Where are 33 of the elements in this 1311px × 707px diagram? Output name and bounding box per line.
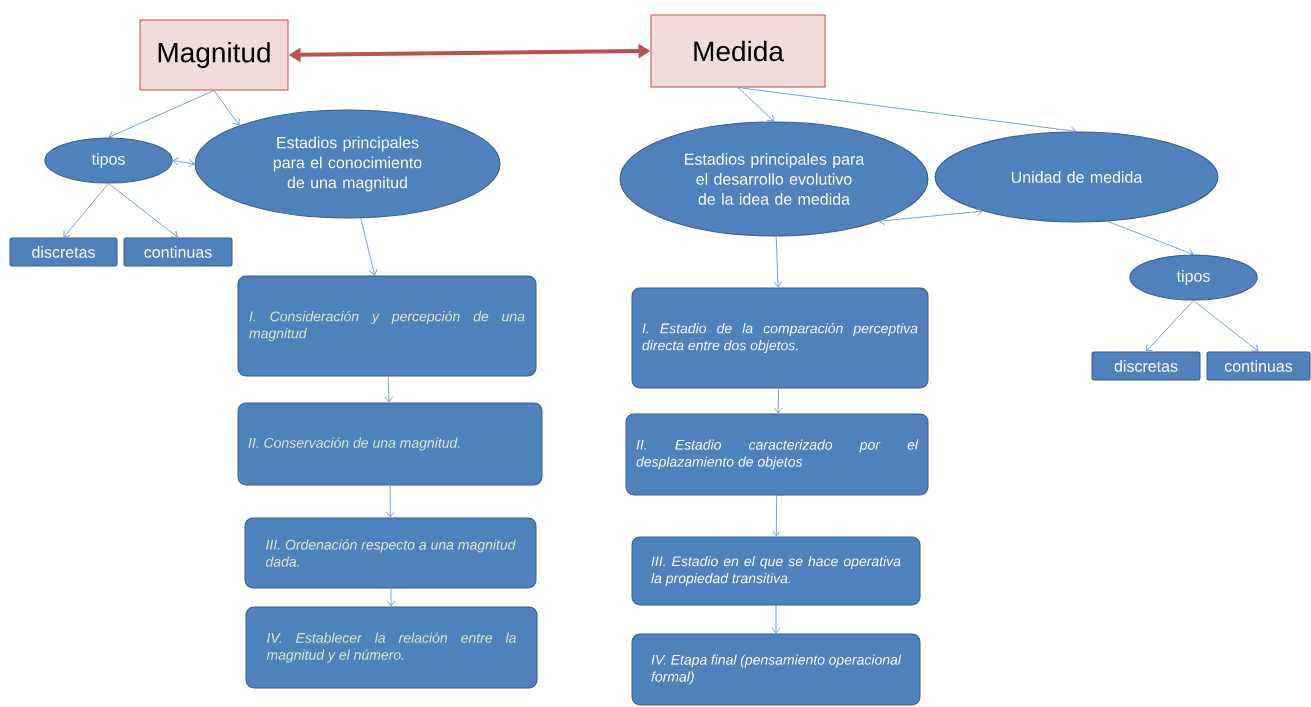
concept-box: Magnitud	[139, 19, 289, 91]
stage-box: I. Estadio de la comparación perceptiva directa entre dos objetos.	[631, 287, 929, 389]
category-box: continuas	[123, 237, 233, 267]
double-arrow	[172, 157, 195, 168]
stage-box: III. Estadio en el que se hace operativa la propiedad transitiva.	[631, 536, 921, 606]
stage-box: II. Conservación de una magnitud.	[237, 402, 543, 486]
arrow	[213, 90, 240, 126]
arrow	[1193, 300, 1259, 352]
arrow	[737, 87, 1077, 136]
category-box: discretas	[9, 237, 118, 267]
arrow	[386, 588, 396, 607]
category-box: discretas	[1091, 351, 1201, 381]
stage-box: IV. Etapa final (pensamiento operacional formal)	[631, 633, 921, 706]
arrow	[737, 87, 774, 122]
category-box: continuas	[1206, 351, 1311, 381]
arrow	[771, 605, 781, 634]
arrow	[1107, 221, 1194, 257]
concept-box: Medida	[650, 14, 826, 88]
stage-box: I. Consideración y percepción de una magnitud	[237, 275, 537, 377]
stage-box: III. Ordenación respecto a una magnitud dada.	[244, 517, 537, 589]
arrow	[63, 183, 109, 238]
arrow	[1146, 300, 1194, 352]
arrow	[773, 388, 783, 414]
double-arrow	[878, 207, 983, 226]
arrow	[384, 376, 394, 403]
arrow	[385, 485, 395, 518]
stage-box: II. Estadio caracterizado por el desplazamiento de objetos	[625, 413, 929, 496]
stage-box: IV. Establecer la relación entre la magnitud y el número.	[245, 606, 538, 689]
arrow	[360, 217, 378, 276]
arrow	[108, 183, 178, 238]
arrow	[771, 495, 781, 537]
arrow	[773, 236, 783, 288]
arrow	[108, 90, 215, 140]
